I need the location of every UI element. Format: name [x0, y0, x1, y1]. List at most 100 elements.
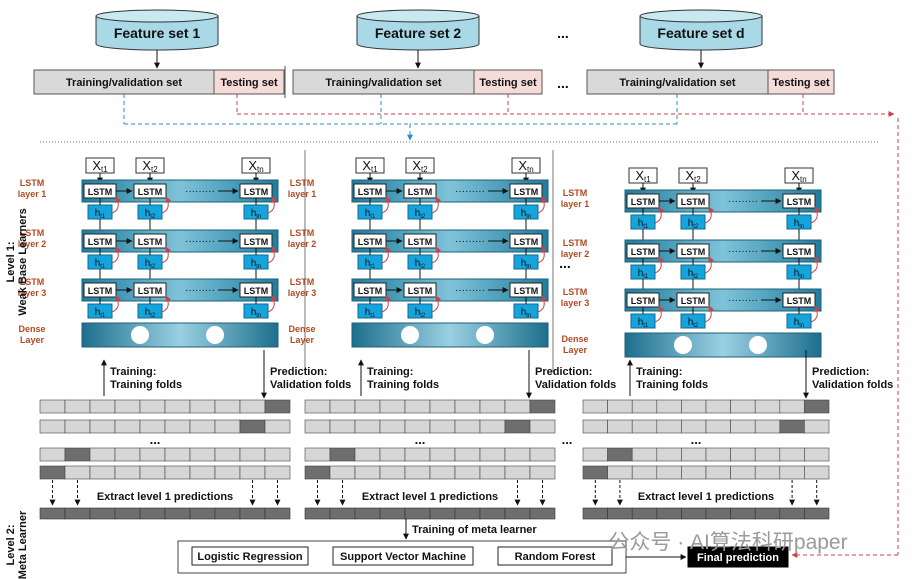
meta-model-label: Random Forest: [515, 551, 596, 563]
fold-cell: [239, 419, 266, 434]
lstm-band: [624, 288, 822, 312]
fold-cell: [582, 465, 608, 480]
prediction-cell: [164, 507, 191, 520]
ellipsis: ...: [559, 255, 571, 271]
recurrent-arrow: [161, 246, 172, 264]
lstm-cell-label: LSTM: [514, 187, 539, 197]
feature-set-3: Feature set d: [639, 9, 763, 69]
fold-cell: [631, 399, 658, 414]
dots: ·········: [185, 186, 215, 197]
ellipsis: ...: [150, 432, 161, 447]
fold-cell: [681, 399, 707, 414]
lstm-band: [351, 229, 549, 253]
fold-cell: [681, 465, 707, 480]
hidden-state-label: htn: [794, 218, 805, 230]
prediction-cell: [429, 507, 456, 520]
hidden-state-label: ht1: [365, 208, 376, 220]
layer-label: layer 1: [18, 189, 47, 199]
lstm-cell-label: LSTM: [681, 247, 706, 257]
prediction-cell: [304, 507, 331, 520]
fold-cell: [114, 419, 141, 434]
recurrent-arrow: [381, 246, 392, 264]
input-label: Xt1: [92, 158, 108, 174]
fold-cell: [379, 419, 406, 434]
layer-label: LSTM: [563, 238, 588, 248]
prediction-label: Validation folds: [270, 379, 351, 391]
dots: ·········: [728, 246, 758, 257]
fold-cell: [189, 447, 216, 462]
fold-cell: [89, 399, 116, 414]
hidden-state-label: ht1: [638, 218, 649, 230]
recurrent-arrow: [381, 295, 392, 313]
lstm-cell-label: LSTM: [88, 286, 113, 296]
ellipsis: ...: [557, 25, 569, 41]
extract-label: Extract level 1 predictions: [362, 491, 498, 503]
hidden-state-label: htn: [251, 208, 262, 220]
fold-cell: [705, 399, 731, 414]
input-label: Xtn: [791, 168, 806, 184]
dense-layer: [624, 332, 822, 358]
meta-training-label: Training of meta learner: [412, 524, 537, 536]
dense-label: Dense: [561, 334, 588, 344]
hidden-state-label: htn: [251, 258, 262, 270]
lstm-cell-label: LSTM: [787, 197, 812, 207]
fold-cell: [139, 399, 166, 414]
prediction-cell: [804, 507, 830, 520]
fold-cell: [189, 399, 216, 414]
hidden-state-label: htn: [251, 307, 262, 319]
hidden-state-label: ht2: [688, 218, 699, 230]
fold-cell: [304, 465, 331, 480]
ellipsis: ...: [562, 432, 573, 447]
prediction-label: Validation folds: [535, 379, 616, 391]
ellipsis: ...: [415, 432, 426, 447]
lstm-cell-label: LSTM: [244, 237, 269, 247]
training-label: Training folds: [636, 379, 708, 391]
lstm-cell-label: LSTM: [138, 237, 163, 247]
hidden-state-label: ht1: [95, 208, 106, 220]
prediction-cell: [529, 507, 556, 520]
extract-label: Extract level 1 predictions: [638, 491, 774, 503]
ellipsis: ...: [691, 432, 702, 447]
prediction-cell: [681, 507, 707, 520]
fold-cell: [730, 465, 756, 480]
hidden-state-label: ht2: [688, 317, 699, 329]
fold-cell: [429, 419, 456, 434]
lstm-cell-label: LSTM: [408, 286, 433, 296]
layer-label: LSTM: [20, 178, 45, 188]
fold-cell: [114, 399, 141, 414]
recurrent-arrow: [654, 206, 665, 224]
fold-cell: [164, 419, 191, 434]
lstm-band: [81, 229, 279, 253]
hidden-state-label: ht2: [145, 208, 156, 220]
hidden-state-label: ht1: [638, 317, 649, 329]
fold-cell: [114, 465, 141, 480]
prediction-cell: [656, 507, 682, 520]
fold-cell: [656, 399, 682, 414]
fold-cell: [479, 399, 506, 414]
fold-cell: [264, 447, 291, 462]
fold-cell: [329, 447, 356, 462]
testing-label: Testing set: [479, 77, 537, 89]
feature-set-2: Feature set 2: [356, 9, 480, 69]
layer-label: LSTM: [563, 188, 588, 198]
hidden-state-label: ht2: [145, 307, 156, 319]
prediction-cell: [139, 507, 166, 520]
lstm-cell-label: LSTM: [631, 247, 656, 257]
fold-cell: [804, 447, 830, 462]
dense-node: [476, 326, 494, 344]
layer-label: layer 3: [18, 288, 47, 298]
prediction-label: Prediction:: [535, 366, 592, 378]
meta-model-box: [191, 546, 309, 566]
prediction-cell: [239, 507, 266, 520]
layer-label: LSTM: [290, 178, 315, 188]
level2-label: Level 2:: [5, 525, 17, 566]
layer-label: LSTM: [20, 277, 45, 287]
prediction-cell: [89, 507, 116, 520]
fold-cell: [189, 465, 216, 480]
fold-cell: [454, 465, 481, 480]
fold-cell: [607, 399, 633, 414]
fold-cell: [139, 465, 166, 480]
fold-cell: [64, 447, 91, 462]
